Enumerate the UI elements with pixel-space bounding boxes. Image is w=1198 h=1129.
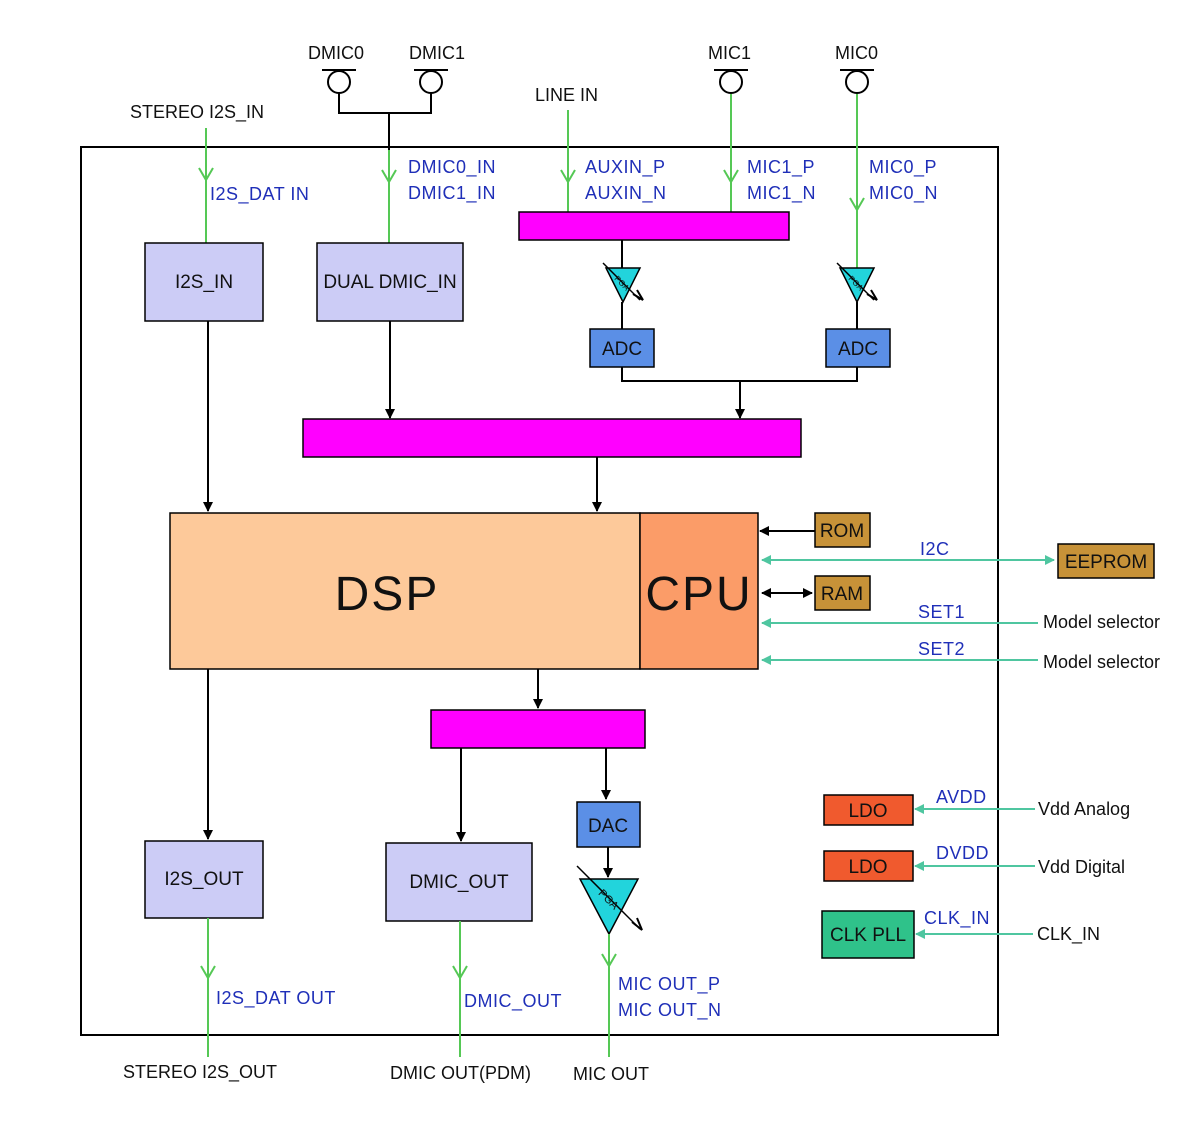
mic-out-n-label: MIC OUT_N	[618, 1000, 722, 1021]
microphone-icon	[322, 69, 356, 94]
dmic1-in-label: DMIC1_IN	[408, 183, 496, 204]
microphone-icon	[714, 69, 748, 94]
mic1-n-label: MIC1_N	[747, 183, 816, 204]
mic0-label: MIC0	[835, 43, 878, 63]
stereo-i2s-in-label: STEREO I2S_IN	[130, 102, 264, 123]
line-in-wire	[560, 110, 576, 212]
analog-input-mux	[518, 211, 790, 241]
adc-block-label: ADC	[602, 339, 642, 360]
auxin-n-label: AUXIN_N	[585, 183, 667, 204]
i2s-dat-out-label: I2S_DAT OUT	[216, 988, 336, 1009]
dmic-in-wire	[381, 150, 397, 243]
pga-amplifier-icon: PGA	[602, 262, 644, 304]
adc-block-label: ADC	[838, 339, 878, 360]
ldo-digital-label: LDO	[848, 857, 887, 878]
dmic-out-signal-label: DMIC_OUT	[464, 991, 562, 1012]
mic0-p-label: MIC0_P	[869, 157, 937, 178]
mic1-wire	[723, 94, 739, 212]
dmic-out-block	[385, 842, 533, 922]
dsp-block-label: DSP	[335, 568, 440, 621]
mic-out-p-label: MIC OUT_P	[618, 974, 721, 995]
pga-amplifier-icon: PGA	[576, 865, 643, 936]
stereo-i2s-out-label: STEREO I2S_OUT	[123, 1062, 277, 1083]
eeprom-block	[1057, 543, 1155, 579]
dmic0-in-label: DMIC0_IN	[408, 157, 496, 178]
dmic-join-wire	[338, 93, 432, 114]
ram-block	[814, 575, 871, 611]
eeprom-block-label: EEPROM	[1065, 552, 1147, 573]
mic-out-label: MIC OUT	[573, 1064, 649, 1084]
i2c-label: I2C	[920, 539, 950, 559]
i2s-in-wire	[198, 128, 214, 243]
vdd-digital-label: Vdd Digital	[1038, 857, 1125, 877]
mic1-label: MIC1	[708, 43, 751, 63]
avdd-label: AVDD	[936, 787, 987, 807]
clk-in-signal-label: CLK_IN	[924, 908, 990, 929]
digital-input-mux	[302, 418, 802, 458]
model-selector-2-label: Model selector	[1043, 652, 1160, 672]
i2s-dat-in-label: I2S_DAT IN	[210, 184, 309, 205]
auxin-p-label: AUXIN_P	[585, 157, 666, 178]
dvdd-label: DVDD	[936, 843, 989, 863]
ldo-analog-block	[823, 794, 914, 826]
mic-out-wire	[601, 934, 617, 1057]
ram-block-label: RAM	[821, 584, 863, 605]
i2s-in-block	[144, 242, 264, 322]
set2-label: SET2	[918, 639, 965, 659]
i2s-out-wire	[200, 918, 216, 1057]
dual-dmic-in-block-label: DUAL DMIC_IN	[323, 272, 456, 293]
dmic1-label: DMIC1	[409, 43, 465, 63]
ldo-digital-block	[823, 850, 914, 882]
i2s-out-block	[144, 840, 264, 919]
ldo-analog-label: LDO	[848, 801, 887, 822]
output-mux	[430, 709, 646, 749]
i2s-out-block-label: I2S_OUT	[164, 869, 244, 890]
dmic0-label: DMIC0	[308, 43, 364, 63]
clk-pll-block	[821, 910, 915, 959]
rom-block-label: ROM	[820, 521, 864, 542]
microphone-icon	[840, 69, 874, 94]
mic0-n-label: MIC0_N	[869, 183, 938, 204]
clk-pll-label: CLK PLL	[830, 925, 906, 946]
dsp-block	[169, 512, 641, 670]
adc-join-wire	[621, 367, 858, 382]
dmic-out-block-label: DMIC_OUT	[409, 872, 509, 893]
pga-amplifier-icon: PGA	[836, 262, 878, 304]
i2s-in-block-label: I2S_IN	[175, 272, 233, 293]
dmic-out-pdm-label: DMIC OUT(PDM)	[390, 1063, 531, 1083]
cpu-block	[639, 512, 759, 670]
dmic-out-wire	[452, 921, 468, 1057]
dac-block-label: DAC	[588, 816, 628, 837]
dual-dmic-in-block	[316, 242, 464, 322]
model-selector-1-label: Model selector	[1043, 612, 1160, 632]
cpu-block-label: CPU	[645, 568, 752, 621]
mic1-p-label: MIC1_P	[747, 157, 815, 178]
rom-block	[814, 512, 871, 548]
set1-label: SET1	[918, 602, 965, 622]
mic0-wire	[849, 94, 865, 268]
line-in-label: LINE IN	[535, 85, 598, 105]
clk-in-external-label: CLK_IN	[1037, 924, 1100, 945]
chip-boundary	[80, 146, 999, 1036]
microphone-icon	[414, 69, 448, 94]
vdd-analog-label: Vdd Analog	[1038, 799, 1130, 819]
